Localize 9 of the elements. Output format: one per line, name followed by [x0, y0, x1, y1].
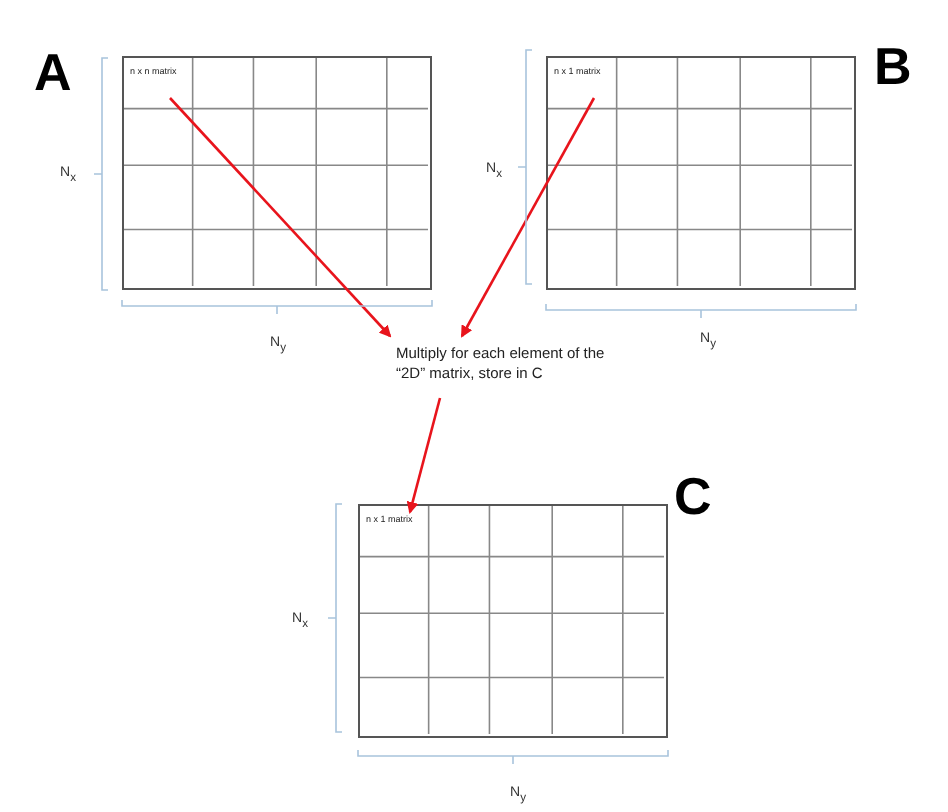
panel-letter: B [874, 40, 912, 92]
matrix-grid [358, 504, 668, 738]
panel-letter: C [674, 470, 712, 522]
arrow [460, 97, 596, 338]
matrix-grid [122, 56, 432, 290]
matrix-grid [546, 56, 856, 290]
arrow [169, 97, 392, 338]
panel-letter: A [34, 46, 72, 98]
arrow [406, 397, 442, 514]
